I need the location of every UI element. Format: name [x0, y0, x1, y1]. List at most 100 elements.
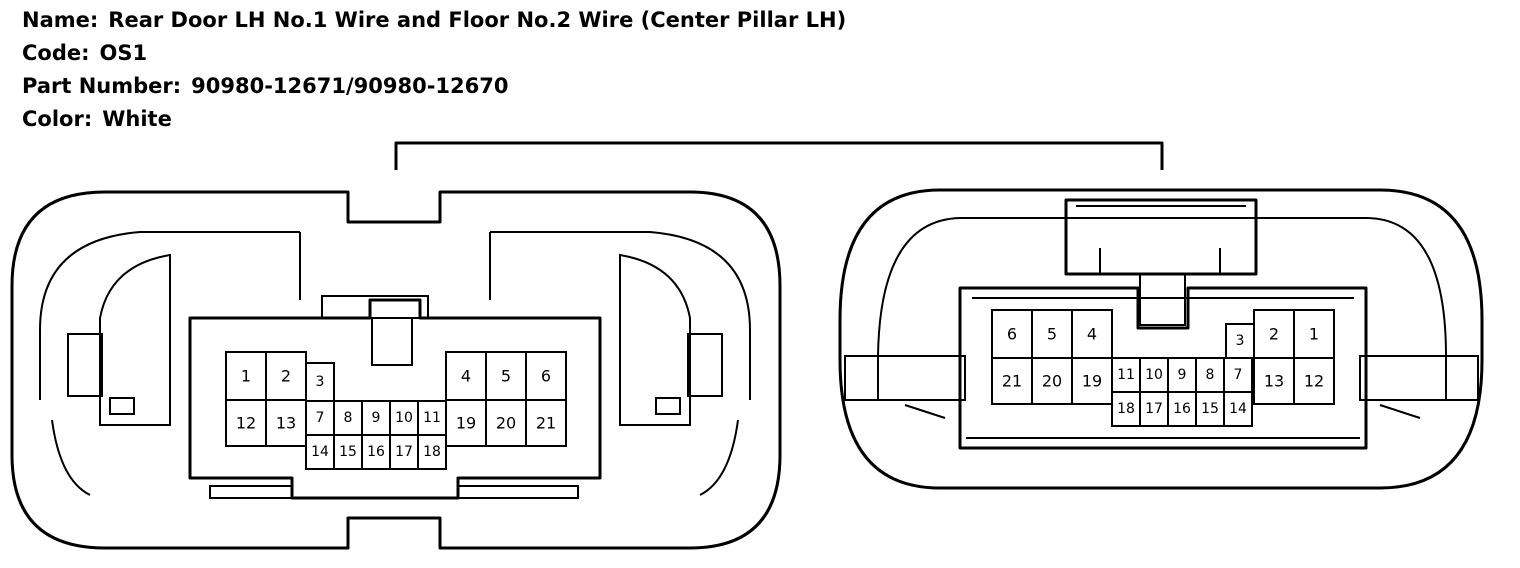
right-pin-cavity-17: [1139, 391, 1169, 427]
part-number-label: Part Number:: [22, 74, 182, 98]
right-pin-label-21: 21: [1002, 372, 1022, 391]
left-connector-inner-contour: [39, 231, 751, 400]
name-label: Name:: [22, 8, 99, 32]
right-lock-foot: [655, 397, 681, 415]
left-bottom-rail-right: [457, 485, 579, 499]
left-pin-cavity-21: [525, 399, 567, 447]
right-pin-label-11: 11: [1117, 367, 1135, 383]
right-wing-left: [844, 355, 966, 401]
right-wing-left-tip: [904, 404, 946, 419]
left-pin-label-3: 3: [316, 374, 325, 390]
left-pin-cavity-2: [265, 351, 307, 401]
code-label: Code:: [22, 41, 90, 65]
left-pin-label-9: 9: [372, 410, 381, 426]
left-connector-housing: [10, 190, 782, 550]
left-pin-cavity-6: [525, 351, 567, 401]
left-pin-label-17: 17: [395, 444, 413, 460]
right-pin-cavity-14: [1223, 391, 1253, 427]
left-latch-slot: [371, 318, 413, 366]
left-pin-cavity-1: [225, 351, 267, 401]
right-pin-label-6: 6: [1007, 325, 1017, 344]
left-pin-cavity-17: [389, 434, 419, 470]
color-value: White: [102, 107, 172, 131]
right-pin-label-20: 20: [1042, 372, 1062, 391]
right-pin-label-16: 16: [1173, 401, 1191, 417]
left-pin-label-13: 13: [276, 414, 296, 433]
right-pin-cavity-18: [1111, 391, 1141, 427]
left-pin-label-15: 15: [339, 444, 357, 460]
left-pin-label-1: 1: [241, 367, 251, 386]
mating-bracket: [394, 141, 1164, 170]
right-pin-cavity-1: [1293, 309, 1335, 359]
left-pin-label-7: 7: [316, 410, 325, 426]
name-value: Rear Door LH No.1 Wire and Floor No.2 Wi…: [108, 8, 847, 32]
right-wing-right: [1359, 355, 1479, 401]
left-bottom-rail-left: [209, 485, 293, 499]
right-pin-label-15: 15: [1201, 401, 1219, 417]
color-label: Color:: [22, 107, 93, 131]
left-pin-cavity-12: [225, 399, 267, 447]
color-row: Color: White: [22, 107, 172, 131]
right-pin-cavity-20: [1031, 357, 1073, 405]
right-wing-right-tip: [1379, 404, 1421, 419]
left-pin-cavity-11: [417, 400, 447, 436]
right-bottom-curve: [699, 419, 739, 496]
code-value: OS1: [99, 41, 148, 65]
right-pin-cavity-4: [1071, 309, 1113, 359]
right-pin-label-10: 10: [1145, 367, 1163, 383]
right-pin-cavity-12: [1293, 357, 1335, 405]
left-pin-cavity-4: [445, 351, 487, 401]
right-pin-label-5: 5: [1047, 325, 1057, 344]
left-pin-block-frame: [188, 298, 602, 500]
right-pin-label-12: 12: [1304, 372, 1324, 391]
right-pin-label-17: 17: [1145, 401, 1163, 417]
right-pin-cavity-13: [1253, 357, 1295, 405]
left-pin-cavity-15: [333, 434, 363, 470]
right-pin-label-14: 14: [1229, 401, 1247, 417]
right-pin-label-19: 19: [1082, 372, 1102, 391]
left-pin-cavity-20: [485, 399, 527, 447]
right-pin-cavity-15: [1195, 391, 1225, 427]
left-pin-label-10: 10: [395, 410, 413, 426]
right-pin-label-9: 9: [1178, 367, 1187, 383]
right-pin-label-7: 7: [1234, 367, 1243, 383]
right-connector-housing: [838, 188, 1484, 490]
left-pin-label-2: 2: [281, 367, 291, 386]
left-pin-cavity-18: [417, 434, 447, 470]
right-pin-label-8: 8: [1206, 367, 1215, 383]
right-pin-block-frame: [958, 286, 1368, 450]
right-pin-label-2: 2: [1269, 325, 1279, 344]
right-pin-cavity-6: [991, 309, 1033, 359]
left-lock-tab: [67, 333, 103, 397]
left-pin-label-5: 5: [501, 367, 511, 386]
name-row: Name: Rear Door LH No.1 Wire and Floor No…: [22, 8, 846, 32]
left-pin-cavity-5: [485, 351, 527, 401]
right-lock-lever-inner: [1076, 205, 1246, 326]
right-pin-label-4: 4: [1087, 325, 1097, 344]
left-pin-label-21: 21: [536, 414, 556, 433]
left-lock-arm: [99, 253, 171, 426]
left-lock-foot: [109, 397, 135, 415]
right-pin-label-1: 1: [1309, 325, 1319, 344]
left-center-latch: [321, 295, 429, 319]
right-pin-cavity-5: [1031, 309, 1073, 359]
right-lock-arm: [619, 253, 691, 426]
left-pin-label-16: 16: [367, 444, 385, 460]
left-pin-label-11: 11: [423, 410, 441, 426]
right-lock-lever: [1064, 198, 1258, 276]
left-pin-label-4: 4: [461, 367, 471, 386]
right-lock-tab: [687, 333, 723, 397]
left-pin-label-12: 12: [236, 414, 256, 433]
right-pin-cavity-7: [1223, 357, 1253, 393]
right-pin-block-inner: [966, 297, 1360, 439]
right-connector-inner-contour: [877, 217, 1447, 400]
left-pin-label-8: 8: [344, 410, 353, 426]
right-pin-cavity-9: [1167, 357, 1197, 393]
left-pin-label-14: 14: [311, 444, 329, 460]
left-pin-label-6: 6: [541, 367, 551, 386]
